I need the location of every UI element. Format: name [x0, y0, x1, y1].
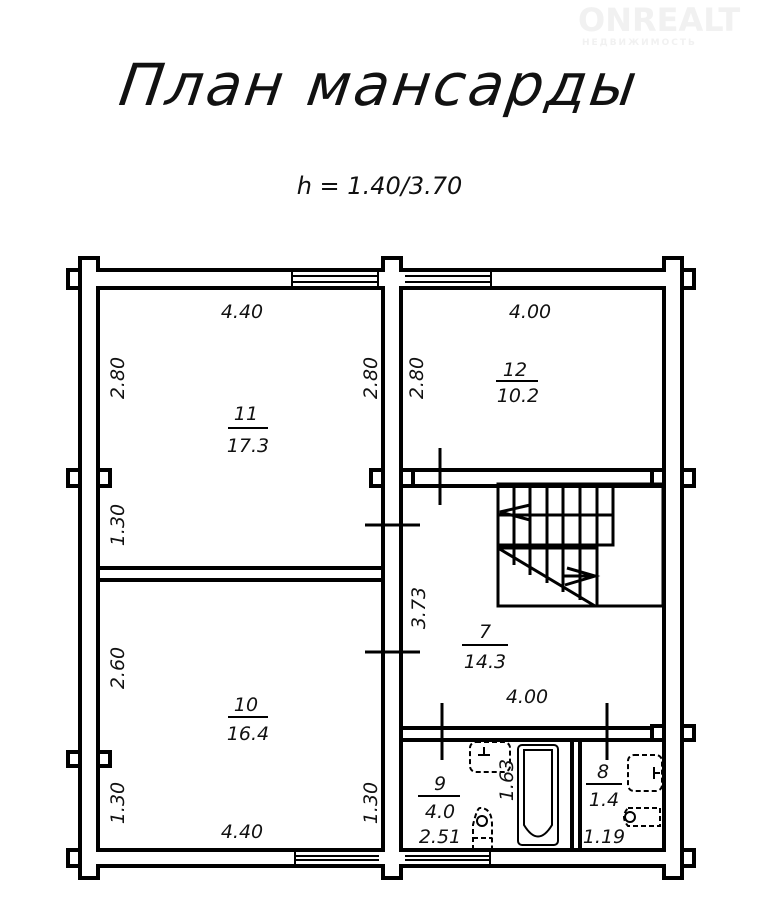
dim-bath-height: 1.63 [496, 759, 518, 801]
dim-bottom-left: 4.40 [221, 821, 263, 843]
room-12: 12 10.2 [496, 359, 539, 407]
room-area: 4.0 [425, 801, 455, 823]
room-number: 8 [597, 761, 609, 783]
room-7: 7 14.3 [462, 621, 508, 673]
room-area: 16.4 [227, 723, 269, 745]
dim-left-bottom: 1.30 [107, 782, 129, 824]
dim-left-upper: 2.80 [107, 357, 129, 399]
watermark-tagline: НЕДВИЖИМОСТЬ [582, 38, 697, 48]
room-9: 9 4.0 [418, 773, 460, 823]
dim-mid-bottom: 1.30 [360, 782, 382, 824]
dim-mid-left: 2.80 [360, 357, 382, 399]
dim-top-left: 4.40 [221, 301, 263, 323]
room-8: 8 1.4 [586, 761, 622, 811]
watermark-brand: ONREALT [578, 1, 741, 39]
dimensions: 4.40 4.00 2.80 1.30 2.60 1.30 2.80 2.80 … [107, 301, 625, 848]
walls [66, 256, 696, 880]
dim-left-mid: 1.30 [107, 504, 129, 546]
dim-mid-right: 2.80 [406, 357, 428, 399]
room-area: 10.2 [497, 385, 539, 407]
dim-top-right: 4.00 [509, 301, 551, 323]
room-10: 10 16.4 [227, 694, 269, 745]
dim-hall-width: 4.00 [506, 686, 548, 708]
bathroom-fixtures [469, 741, 663, 850]
room-area: 1.4 [589, 789, 619, 811]
dim-hall-height: 3.73 [408, 587, 430, 629]
windows-and-doors [291, 270, 609, 866]
room-number: 11 [234, 403, 258, 425]
dim-left-lower: 2.60 [107, 647, 129, 689]
room-number: 10 [234, 694, 258, 716]
room-area: 17.3 [227, 435, 269, 457]
room-number: 12 [503, 359, 527, 381]
watermark-logo: ONREALT НЕДВИЖИМОСТЬ [530, 4, 750, 50]
dim-bath-width: 2.51 [419, 826, 461, 848]
room-11: 11 17.3 [227, 403, 269, 457]
room-number: 7 [479, 621, 491, 643]
staircase [496, 482, 665, 608]
ceiling-height: h = 1.40/3.70 [296, 172, 463, 200]
dim-wc-width: 1.19 [583, 826, 625, 848]
room-number: 9 [434, 773, 446, 795]
room-labels: 11 17.3 12 10.2 10 16.4 7 14.3 9 4.0 8 1… [227, 359, 622, 823]
room-area: 14.3 [464, 651, 506, 673]
